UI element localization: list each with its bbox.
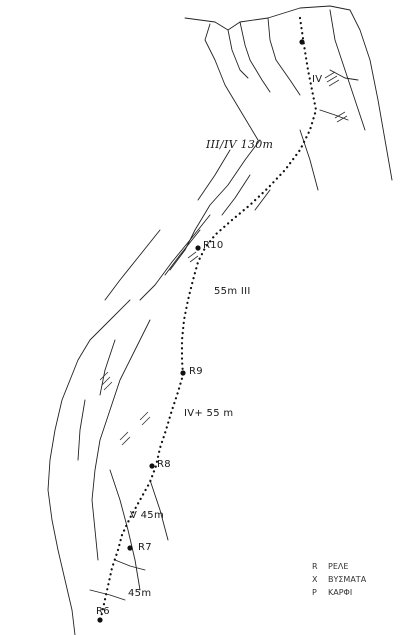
belay-r8-label: R8 <box>157 459 171 470</box>
slab-line-2 <box>221 174 251 216</box>
right-slab <box>299 129 319 191</box>
upper-section-label: III/IV 130m <box>206 138 274 151</box>
slab-line-3 <box>254 189 271 211</box>
legend-item-piton: P ΚΑΡΦΙ <box>312 586 366 599</box>
rock-right-crack <box>329 9 366 131</box>
legend: R ΡΕΛΕ X ΒΥΣΜΑΤΑ P ΚΑΡΦΙ <box>312 560 366 599</box>
rock-ledge-2 <box>319 109 349 121</box>
slab-line-5 <box>104 229 161 301</box>
belay-r10-label: R10 <box>203 240 224 251</box>
rock-outline-top <box>184 5 393 181</box>
pitch-55-iii-label: 55m III <box>214 286 251 297</box>
belay-r7 <box>127 545 133 551</box>
belay-r9-label: R9 <box>189 366 203 377</box>
lower-face-2 <box>149 479 169 541</box>
legend-item-nuts: X ΒΥΣΜΑΤΑ <box>312 573 366 586</box>
pitch-ivplus-label: IV+ 55 m <box>184 408 234 419</box>
grade-top-label: IV <box>312 74 323 85</box>
buttress-crack-2 <box>77 399 86 461</box>
rock-block <box>227 29 249 79</box>
hatch-5 <box>119 431 131 446</box>
slab-line-6 <box>164 229 201 276</box>
buttress-inner <box>91 319 151 561</box>
rib-left <box>169 139 261 271</box>
hatch-4 <box>99 371 113 391</box>
pitch-v-label: V 45m <box>130 510 164 521</box>
legend-text: ΒΥΣΜΑΤΑ <box>328 575 367 584</box>
rock-outline-top-left <box>204 23 259 141</box>
legend-symbol: P <box>312 588 317 597</box>
legend-symbol: R <box>312 562 318 571</box>
legend-text: ΡΕΛΕ <box>328 562 349 571</box>
slab-line-4 <box>139 214 211 301</box>
hatch-1 <box>324 71 340 87</box>
buttress-crack <box>99 339 116 396</box>
legend-text: ΚΑΡΦΙ <box>328 588 353 597</box>
pitch-45-label: 45m <box>128 588 152 599</box>
hatch-3 <box>187 251 199 263</box>
lower-ledge-2 <box>89 589 126 601</box>
legend-item-belay: R ΡΕΛΕ <box>312 560 366 573</box>
belay-r6 <box>97 617 103 623</box>
slab-line-1 <box>197 149 231 201</box>
belay-r7-label: R7 <box>138 542 152 553</box>
lower-face <box>109 469 141 591</box>
rock-block-2 <box>239 21 271 93</box>
rock-ledge <box>329 69 359 81</box>
lower-ledge <box>114 559 146 571</box>
legend-symbol: X <box>312 575 318 584</box>
belay-r10 <box>195 245 201 251</box>
belay-r8 <box>149 463 155 469</box>
route-line <box>98 16 318 624</box>
rock-block-3 <box>267 17 301 96</box>
belay-r6-label: R6 <box>96 606 110 617</box>
hatch-6 <box>139 411 151 426</box>
belay-r9 <box>180 370 186 376</box>
hatch-2 <box>334 111 348 123</box>
belay-top <box>299 39 305 45</box>
buttress-outline <box>47 299 131 635</box>
